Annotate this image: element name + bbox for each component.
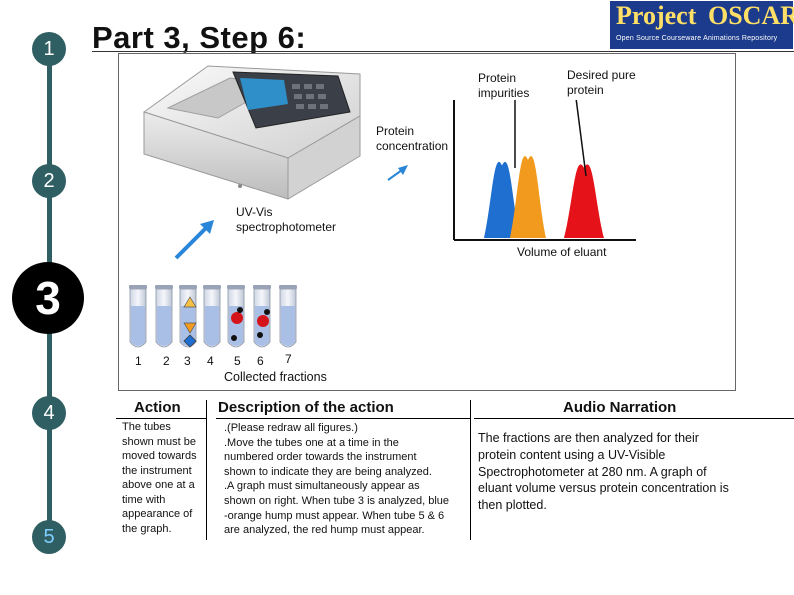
- description-text-line-8: are analyzed, the red hump must appear.: [224, 524, 425, 537]
- test-tube-7-rim: [279, 285, 297, 289]
- title-divider: [92, 51, 794, 52]
- tube-6-red-drop: [257, 315, 269, 327]
- test-tube-2-liquid: [157, 306, 171, 346]
- tube-number-3: 3: [184, 354, 191, 368]
- step-3-circle[interactable]: 3: [12, 262, 84, 334]
- description-header: Description of the action: [218, 399, 394, 416]
- step-1-label: 1: [43, 37, 55, 60]
- step-1-circle[interactable]: 1: [32, 32, 66, 66]
- tube-number-2: 2: [163, 354, 170, 368]
- step-4-circle[interactable]: 4: [32, 396, 66, 430]
- project-oscar-logo: Project OSCAR Open Source Courseware Ani…: [610, 1, 794, 49]
- tube-number-1: 1: [135, 354, 142, 368]
- tube-5-red-drop: [231, 312, 243, 324]
- step-2-circle[interactable]: 2: [32, 164, 66, 198]
- test-tube-3-rim: [179, 285, 197, 289]
- test-tube-1[interactable]: [129, 285, 147, 348]
- description-text-line-4: shown to indicate they are being analyze…: [224, 465, 432, 478]
- action-header: Action: [134, 399, 181, 416]
- red-hump: [564, 164, 604, 238]
- impurities-annotation: Protein impurities: [478, 71, 530, 100]
- tube-number-4: 4: [207, 354, 214, 368]
- tube-to-instrument-arrow: [174, 220, 214, 260]
- tube-5-black-dot-2: [231, 335, 237, 341]
- audio-text-line-4: eluant volume versus protein concentrati…: [478, 481, 729, 496]
- audio-text-line-1: The fractions are then analyzed for thei…: [478, 431, 699, 445]
- elution-graph: [453, 100, 636, 241]
- test-tube-6-rim: [253, 285, 271, 289]
- logo-word-project: Project: [616, 1, 697, 30]
- tube-5-black-dot-1: [237, 307, 243, 313]
- description-header-rule: [216, 418, 470, 419]
- description-text-line-5: .A graph must simultaneously appear as: [224, 480, 420, 493]
- step-5-label: 5: [43, 525, 55, 548]
- step-5-circle[interactable]: 5: [32, 520, 66, 554]
- action-text-line-5: above one at a: [122, 479, 195, 491]
- test-tube-5-rim: [227, 285, 245, 289]
- instrument-to-graph-arrow: [387, 165, 408, 181]
- action-text-line-3: moved towards: [122, 450, 197, 462]
- tube-6-black-dot-2: [257, 332, 263, 338]
- test-tube-2[interactable]: [155, 285, 173, 348]
- audio-narration-header: Audio Narration: [563, 399, 677, 416]
- step-2-label: 2: [43, 169, 55, 192]
- description-text-line-2: .Move the tubes one at a time in the: [224, 436, 399, 449]
- action-text-line-1: The tubes: [122, 421, 171, 433]
- tube-6-black-dot-1: [264, 309, 270, 315]
- logo-word-oscar: OSCAR: [708, 1, 794, 30]
- step-4-label: 4: [43, 401, 55, 424]
- tube-3-yellow-marker: [183, 296, 197, 308]
- action-text-line-6: time with: [122, 493, 166, 506]
- audio-header-rule: [474, 418, 794, 419]
- desired-protein-annotation: Desired pure protein: [567, 68, 636, 97]
- test-tube-7-liquid: [281, 306, 295, 346]
- graph-x-axis-label: Volume of eluant: [517, 245, 607, 259]
- page-title: Part 3, Step 6:: [92, 20, 307, 55]
- spectrophotometer-illustration: [142, 65, 361, 200]
- description-text-line-1: .(Please redraw all figures.): [224, 422, 358, 434]
- blue-hump: [484, 161, 520, 238]
- instrument-label: UV-Vis spectrophotometer: [236, 205, 337, 234]
- test-tube-4-rim: [203, 285, 221, 289]
- test-tube-2-rim: [155, 285, 173, 289]
- graph-y-axis-label: Protein concentration: [376, 124, 449, 153]
- orange-hump: [510, 156, 546, 238]
- tube-3-orange-marker: [183, 322, 197, 334]
- tube-number-5: 5: [234, 354, 241, 368]
- logo-subtitle: Open Source Courseware Animations Reposi…: [616, 35, 778, 42]
- action-text-line-4: the instrument: [122, 464, 192, 477]
- description-text-line-3: numbered order towards the instrument: [224, 451, 417, 464]
- collected-fractions-label: Collected fractions: [224, 370, 327, 384]
- test-tube-1-rim: [129, 285, 147, 289]
- test-tube-7[interactable]: [279, 285, 297, 348]
- step-3-label: 3: [35, 272, 61, 324]
- description-text-line-6: shown on right. When tube 3 is analyzed,…: [224, 495, 450, 507]
- audio-text-line-5: then plotted.: [478, 498, 547, 513]
- audio-text-line-2: protein content using a UV-Visible: [478, 447, 666, 462]
- tube-number-6: 6: [257, 354, 264, 368]
- test-tube-4[interactable]: [203, 285, 221, 348]
- action-text-line-7: appearance of: [122, 508, 193, 520]
- column-divider-2: [470, 400, 471, 540]
- action-text-line-2: shown must be: [122, 435, 196, 448]
- column-divider-1: [206, 400, 207, 540]
- audio-text-line-3: Spectrophotometer at 280 nm. A graph of: [478, 464, 707, 479]
- test-tube-1-liquid: [131, 306, 145, 346]
- tube-number-7: 7: [285, 352, 292, 366]
- collected-fractions-tubes: [129, 285, 297, 348]
- desired-protein-pointer: [575, 100, 587, 177]
- test-tube-4-liquid: [205, 306, 219, 346]
- tube-3-blue-marker: [183, 334, 197, 348]
- description-text-line-7: -orange hump must appear. When tube 5 & …: [224, 509, 445, 522]
- action-text-line-8: the graph.: [122, 522, 172, 535]
- action-header-rule: [116, 418, 206, 419]
